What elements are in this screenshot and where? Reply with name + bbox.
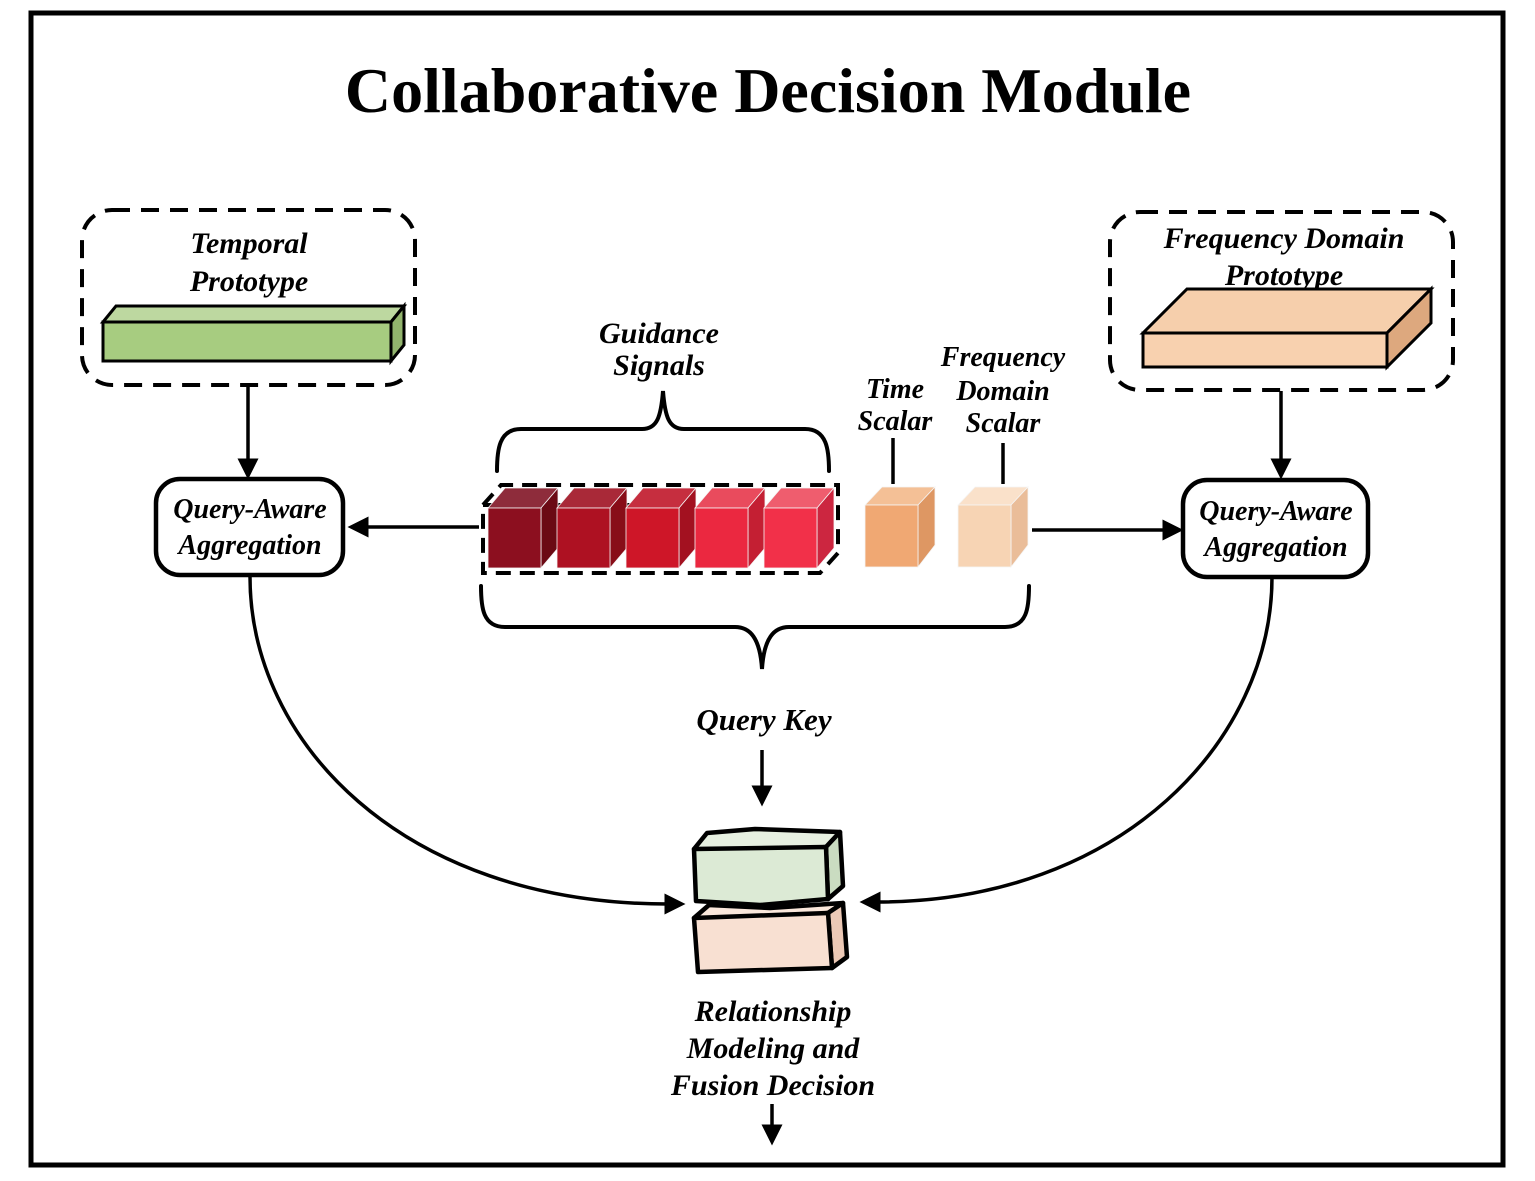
fusion-green-slab-front — [691, 844, 831, 908]
fusion-peach-slab — [691, 900, 850, 975]
frequency-prototype-outline — [1108, 210, 1455, 392]
aggregation-left-label-line1: Query-Aware — [173, 494, 326, 525]
frequency-scalar-label-line1: Frequency — [940, 342, 1066, 373]
guidance-cube-4-front — [694, 507, 749, 569]
curve-right-aggregation-to-fusion — [859, 576, 1274, 913]
guidance-signals-overbrace — [495, 390, 831, 473]
guidance-cube-2 — [556, 486, 628, 570]
guidance-cube-5 — [763, 486, 835, 570]
frequency-prototype-slab — [1139, 285, 1435, 371]
temporal-bar-top-face — [99, 304, 408, 324]
temporal-prototype-label-line2: Prototype — [189, 265, 308, 298]
figure-border — [28, 10, 1506, 1168]
guidance-signals-label-line1: Guidance — [599, 317, 719, 350]
fusion-label-line1: Relationship — [694, 995, 852, 1028]
fusion-label-line3: Fusion Decision — [670, 1069, 875, 1102]
time-scalar-cube-front — [864, 504, 919, 568]
temporal-prototype-box: Temporal Prototype — [80, 208, 417, 387]
frequency-slab-front-face — [1141, 331, 1389, 369]
guidance-cube-1 — [487, 486, 559, 570]
frequency-scalar-label-line2: Domain — [955, 376, 1049, 407]
time-scalar-label-line1: Time — [866, 374, 924, 405]
fusion-peach-slab-front — [691, 910, 835, 975]
temporal-prototype-label-line1: Temporal — [190, 227, 308, 260]
guidance-cube-4 — [694, 486, 766, 570]
guidance-cube-1-front — [487, 507, 542, 569]
fusion-green-slab — [691, 826, 846, 908]
guidance-cube-2-front — [556, 507, 611, 569]
frequency-slab-top-face — [1139, 287, 1435, 335]
frequency-scalar-cube-front — [957, 504, 1012, 568]
aggregation-right-label-line2: Aggregation — [1202, 532, 1347, 563]
query-key-label: Query Key — [696, 702, 831, 737]
aggregation-right-label-line1: Query-Aware — [1199, 496, 1352, 527]
query-key-underbrace — [479, 584, 1031, 670]
guidance-cube-5-front — [763, 507, 818, 569]
frequency-prototype-label-line1: Frequency Domain — [1163, 222, 1405, 255]
frequency-prototype-label-line2: Prototype — [1224, 259, 1343, 292]
aggregation-left-label-line2: Aggregation — [176, 530, 321, 561]
fusion-label-line2: Modeling and — [686, 1032, 861, 1065]
guidance-cube-3 — [625, 486, 697, 570]
temporal-bar-front-face — [101, 320, 393, 363]
frequency-scalar-label-line3: Scalar — [966, 408, 1042, 439]
frequency-scalar-cube — [957, 485, 1029, 569]
figure-title: Collaborative Decision Module — [345, 55, 1191, 126]
curve-left-aggregation-to-fusion — [248, 576, 686, 915]
frequency-prototype-box: Frequency Domain Prototype — [1108, 210, 1455, 392]
guidance-dashed-hexagon — [481, 483, 840, 575]
query-aware-aggregation-left: Query-Aware Aggregation — [153, 476, 346, 578]
time-scalar-label-line2: Scalar — [858, 406, 934, 437]
temporal-prototype-outline — [80, 208, 417, 387]
guidance-cube-3-front — [625, 507, 680, 569]
temporal-prototype-bar — [99, 301, 408, 366]
time-scalar-cube — [864, 485, 936, 569]
query-aware-aggregation-right: Query-Aware Aggregation — [1180, 477, 1371, 580]
guidance-signals-label-line2: Signals — [613, 349, 705, 382]
